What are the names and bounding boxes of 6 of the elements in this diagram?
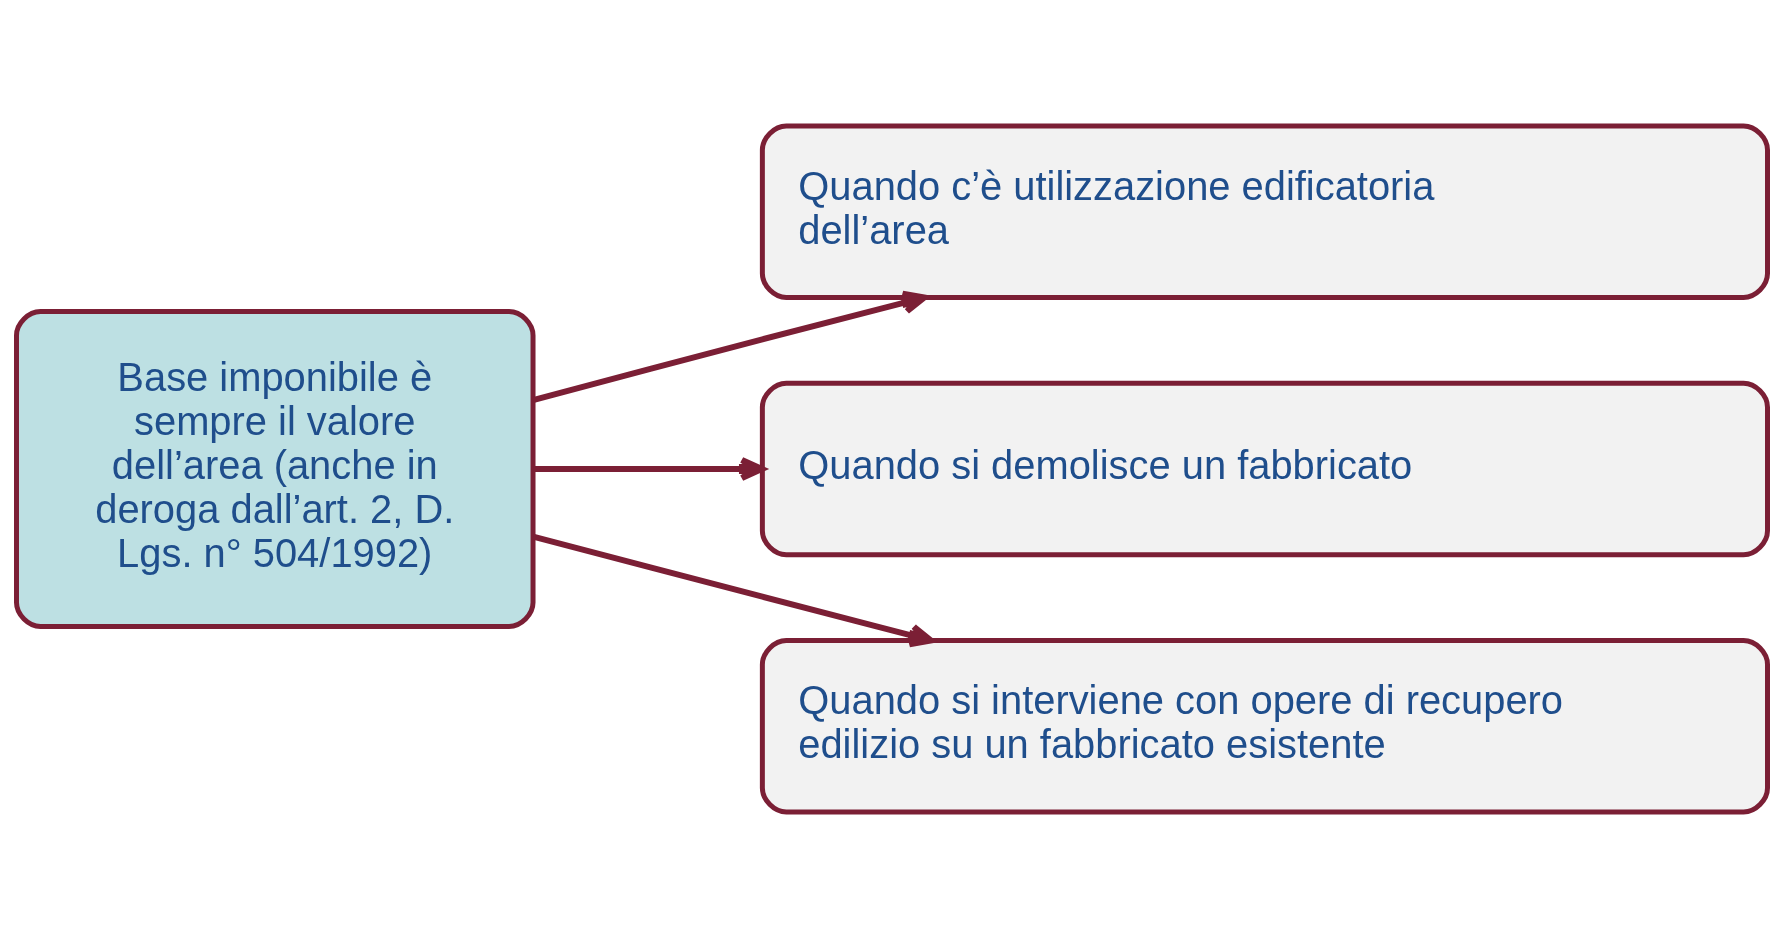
arrow [532,533,934,647]
arrow [532,290,928,403]
node-box: Quando si demolisce un fabbricato [759,380,1770,557]
node-box: Quando c’è utilizzazione edificatoria dell’area [759,123,1770,300]
node-box: Quando si interviene con opere di recupero edilizio su un fabbricato esistente [759,637,1770,814]
node-box: Base imponibile è sempre il valore dell’area (anche in deroga dall’art. 2, D. Lgs. n° 504/1992) [14,308,536,629]
